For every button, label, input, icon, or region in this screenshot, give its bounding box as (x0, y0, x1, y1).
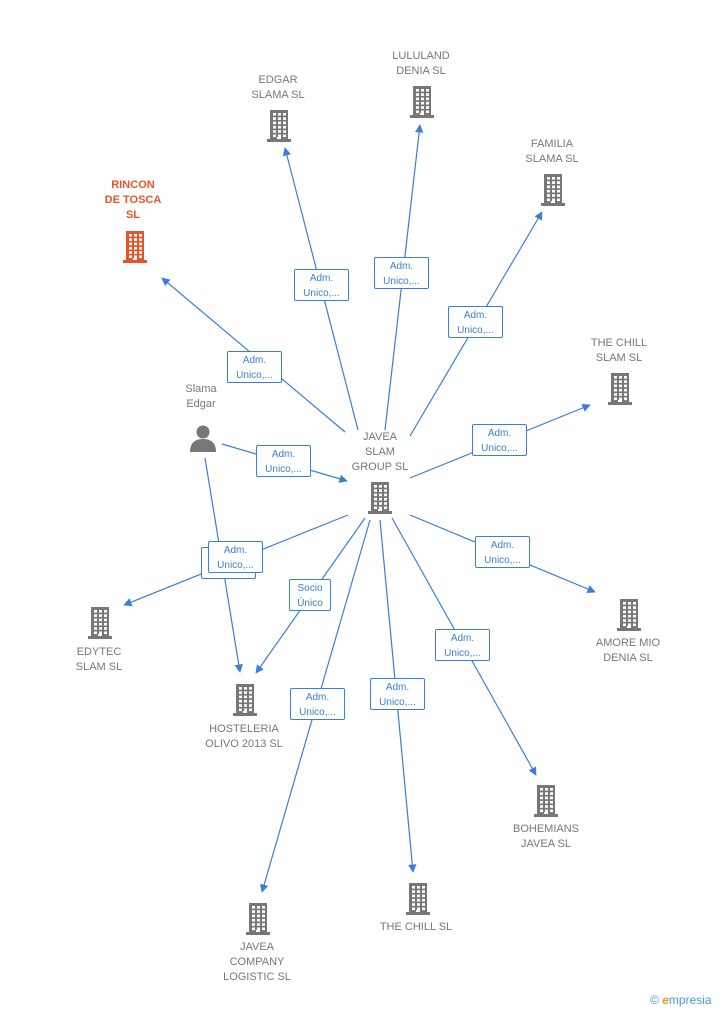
building-icon[interactable] (533, 783, 559, 822)
node-label-chill_sl[interactable]: THE CHILL SL (379, 921, 453, 933)
edge-label-javea_slam-to-chill_slam[interactable]: Adm. Unico,... (472, 424, 527, 456)
building-icon[interactable] (245, 901, 271, 940)
node-label-slama_edgar[interactable]: Slama Edgar (185, 383, 217, 410)
building-icon[interactable] (367, 480, 393, 519)
edge-label-javea_slam-to-rincon[interactable]: Adm. Unico,... (227, 351, 282, 383)
building-icon[interactable] (266, 108, 292, 147)
building-icon[interactable] (122, 229, 148, 268)
node-label-rincon[interactable]: RINCON DE TOSCA SL (104, 179, 162, 221)
building-icon[interactable] (616, 597, 642, 636)
building-icon[interactable] (405, 881, 431, 920)
building-icon[interactable] (409, 84, 435, 123)
node-label-chill_slam[interactable]: THE CHILL SLAM SL (590, 337, 648, 364)
node-label-bohemians[interactable]: BOHEMIANS JAVEA SL (512, 823, 580, 850)
brand-name-rest: mpresia (668, 993, 712, 1007)
node-label-javea_slam[interactable]: JAVEA SLAM GROUP SL (351, 431, 409, 473)
building-icon[interactable] (232, 682, 258, 721)
copyright-icon: © (650, 993, 659, 1007)
edge-label-javea_slam-to-bohemians[interactable]: Adm. Unico,... (435, 629, 490, 661)
building-icon[interactable] (540, 172, 566, 211)
node-label-lululand[interactable]: LULULAND DENIA SL (392, 50, 450, 77)
person-icon[interactable] (189, 424, 217, 457)
node-label-amore[interactable]: AMORE MIO DENIA SL (595, 637, 661, 664)
edge-label-javea_slam-to-familia[interactable]: Adm. Unico,... (448, 306, 503, 338)
node-label-javea_company[interactable]: JAVEA COMPANY LOGISTIC SL (223, 941, 291, 983)
edge-label-javea_slam-to-chill_sl[interactable]: Adm. Unico,... (370, 678, 425, 710)
edge-label-slama_edgar-to-javea_slam[interactable]: Adm. Unico,... (256, 445, 311, 477)
node-label-hosteleria[interactable]: HOSTELERIA OLIVO 2013 SL (205, 723, 283, 750)
node-label-familia[interactable]: FAMILIA SLAMA SL (525, 138, 579, 165)
edge-label-javea_slam-to-edytec[interactable]: Adm. Unico,... (208, 541, 263, 573)
node-label-edytec[interactable]: EDYTEC SLAM SL (75, 646, 123, 673)
node-label-edgar_slama[interactable]: EDGAR SLAMA SL (251, 74, 305, 101)
edge-label-javea_slam-to-lululand[interactable]: Adm. Unico,... (374, 257, 429, 289)
building-icon[interactable] (607, 371, 633, 410)
edge-label-javea_slam-to-hosteleria[interactable]: Socio Único (289, 579, 331, 611)
brand-first-letter: e (662, 993, 669, 1007)
edge-label-javea_slam-to-amore[interactable]: Adm. Unico,... (475, 536, 530, 568)
edge-label-javea_slam-to-javea_company[interactable]: Adm. Unico,... (290, 688, 345, 720)
building-icon[interactable] (87, 605, 113, 644)
brand-watermark: © empresia (650, 993, 712, 1007)
edge-label-javea_slam-to-edgar_slama[interactable]: Adm. Unico,... (294, 269, 349, 301)
